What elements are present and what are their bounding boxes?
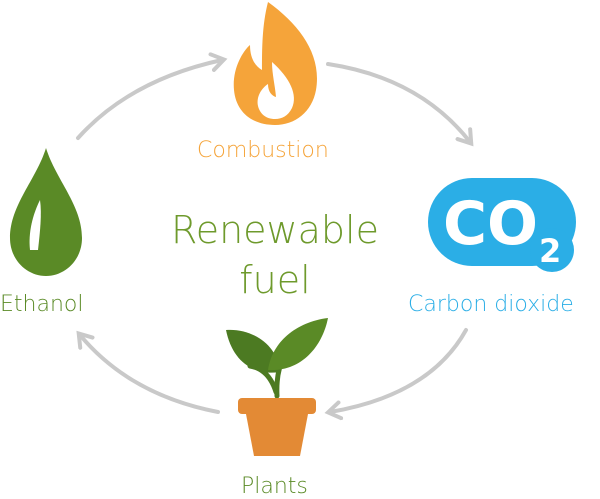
potted-plant-icon — [226, 318, 328, 456]
plants-label: Plants — [241, 474, 308, 499]
title-line-2: fuel — [239, 258, 311, 302]
flame-icon — [233, 2, 317, 125]
title-line-1: Renewable — [171, 208, 379, 252]
arrow-ethanol-to-combustion — [76, 52, 228, 140]
co2-icon: CO 2 — [428, 178, 576, 272]
droplet-icon — [10, 148, 82, 276]
carbon-dioxide-label: Carbon dioxide — [408, 292, 574, 317]
co2-main-text: CO — [443, 189, 538, 259]
arrow-carbon-dioxide-to-plants — [324, 328, 468, 421]
arrow-plants-to-ethanol — [76, 330, 220, 414]
co2-subscript-text: 2 — [539, 232, 561, 270]
diagram-title: Renewable fuel — [140, 205, 410, 305]
ethanol-label: Ethanol — [0, 292, 84, 317]
arrow-combustion-to-carbon-dioxide — [326, 62, 474, 147]
combustion-label: Combustion — [197, 138, 329, 163]
